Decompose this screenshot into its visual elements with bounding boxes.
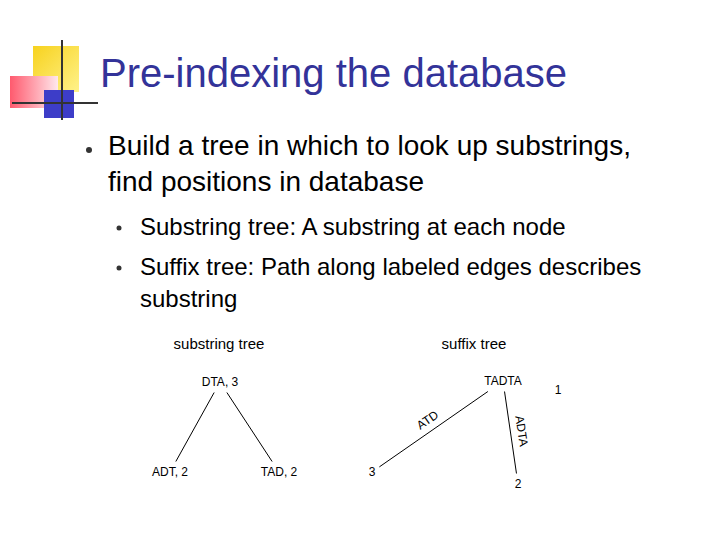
sub-bullet-text: Substring tree: A substring at each node (140, 211, 660, 243)
tree-edge (227, 393, 272, 462)
tree-node: ADT, 2 (149, 463, 191, 482)
tree-edge (176, 393, 214, 462)
node-text: DTA, 3 (202, 375, 238, 390)
bullet-text: Build a tree in which to look up substri… (108, 128, 668, 200)
tree-node: TADTA (481, 372, 525, 391)
slide-title: Pre-indexing the database (100, 49, 567, 97)
tree-node: TAD, 2 (258, 463, 300, 482)
node-text: 2 (515, 477, 522, 492)
edge-label: ADTA (512, 413, 531, 450)
leaf-node: 2 (512, 475, 525, 494)
diagram-caption: substring tree (174, 335, 265, 353)
edge-label: ATD (412, 407, 442, 434)
logo-vertical-line (61, 40, 63, 120)
logo-horizontal-line (12, 102, 98, 104)
bullet-dot (117, 226, 122, 231)
sub-bullet-text: Suffix tree: Path along labeled edges de… (140, 251, 660, 315)
node-text: TAD, 2 (261, 465, 297, 480)
bullet-dot (86, 147, 92, 153)
diagram-caption: suffix tree (442, 335, 507, 353)
node-text: TADTA (484, 374, 522, 389)
tree-node: DTA, 3 (199, 373, 241, 392)
leaf-number: 1 (555, 383, 562, 397)
bullet-dot (117, 266, 122, 271)
tree-edge (379, 392, 488, 467)
node-text: 3 (369, 465, 376, 480)
node-text: ADT, 2 (152, 465, 188, 480)
leaf-node: 3 (366, 463, 379, 482)
